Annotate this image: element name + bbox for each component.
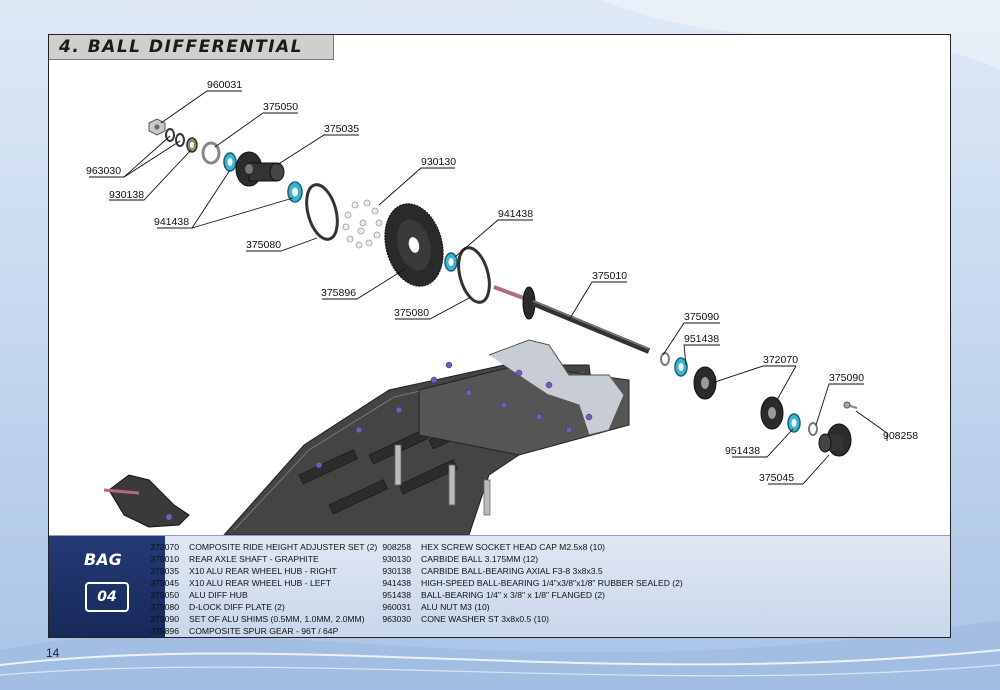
callout-930138: 930138 [109, 189, 144, 201]
bearing-941438-right [287, 181, 303, 203]
part-code: 963030 [382, 614, 411, 624]
callout-941438-b: 941438 [498, 208, 533, 220]
part-row: 951438 BALL-BEARING 1/4" x 3/8" x 1/8" FL… [377, 589, 683, 601]
callout-375090-b: 375090 [829, 372, 864, 384]
callout-375080-a: 375080 [246, 239, 281, 251]
bearing-941438-left [223, 152, 237, 172]
part-row: 941438 HIGH-SPEED BALL-BEARING 1/4"x3/8"x… [377, 577, 683, 589]
callout-375080-b: 375080 [394, 307, 429, 319]
parts-legend: BAG 04 372070 COMPOSITE RIDE HEIGHT ADJUS… [49, 535, 950, 637]
part-code: 375010 [150, 554, 179, 564]
page-number: 14 [46, 646, 60, 660]
callout-951438-b: 951438 [725, 445, 760, 457]
part-row: 375010 REAR AXLE SHAFT - GRAPHITE [145, 553, 377, 565]
part-code: 951438 [382, 590, 411, 600]
part-desc: X10 ALU REAR WHEEL HUB - RIGHT [189, 566, 337, 576]
bag-label: BAG [84, 550, 122, 569]
part-code: 372070 [150, 542, 179, 552]
parts-list-left: 372070 COMPOSITE RIDE HEIGHT ADJUSTER SET… [145, 541, 377, 637]
bearing-941438-gear [444, 252, 458, 272]
diff-plate-375080-left [305, 183, 339, 241]
part-code: 375050 [150, 590, 179, 600]
ride-height-adjuster-372070-a [693, 366, 717, 400]
bag-indicator: BAG 04 [49, 536, 165, 637]
part-desc: COMPOSITE RIDE HEIGHT ADJUSTER SET (2) [189, 542, 378, 552]
screw-908258 [843, 401, 858, 409]
carbide-balls-930130 [342, 199, 383, 249]
bearing-951438-top [674, 357, 688, 377]
section-title: 4. BALL DIFFERENTIAL [59, 37, 304, 57]
callout-372070: 372070 [763, 354, 798, 366]
part-code: 960031 [382, 602, 411, 612]
part-desc: HEX SCREW SOCKET HEAD CAP M2.5x8 (10) [421, 542, 606, 552]
part-code: 375035 [150, 566, 179, 576]
callout-941438-a: 941438 [154, 216, 189, 228]
callout-375045: 375045 [759, 472, 794, 484]
cone-washer-963030 [165, 128, 185, 147]
part-desc: D-LOCK DIFF PLATE (2) [189, 602, 285, 612]
part-row: 930138 CARBIDE BALL-BEARING AXIAL F3-8 3x… [377, 565, 683, 577]
wheel-hub-375045 [818, 423, 852, 457]
callout-375050: 375050 [263, 101, 298, 113]
part-row: 375050 ALU DIFF HUB [145, 589, 377, 601]
part-code: 375045 [150, 578, 179, 588]
part-code: 375896 [150, 626, 179, 636]
part-desc: CONE WASHER ST 3x8x0.5 (10) [421, 614, 549, 624]
ride-height-adjuster-372070-b [760, 396, 784, 430]
callout-375090-a: 375090 [684, 311, 719, 323]
spur-gear-375896 [384, 203, 444, 287]
part-row: 908258 HEX SCREW SOCKET HEAD CAP M2.5x8 (… [377, 541, 683, 553]
part-code: 930130 [382, 554, 411, 564]
exploded-diagram: 960031 375050 375035 963030 930138 93013… [86, 79, 918, 535]
diff-hub-375050 [201, 141, 221, 165]
part-desc: SET OF ALU SHIMS (0.5MM, 1.0MM, 2.0MM) [189, 614, 365, 624]
callout-951438-a: 951438 [684, 333, 719, 345]
shim-375090-right [660, 352, 670, 366]
part-row: 963030 CONE WASHER ST 3x8x0.5 (10) [377, 613, 683, 625]
part-desc: X10 ALU REAR WHEEL HUB - LEFT [189, 578, 331, 588]
part-desc: REAR AXLE SHAFT - GRAPHITE [189, 554, 319, 564]
part-code: 941438 [382, 578, 411, 588]
axial-bearing-930138 [186, 137, 198, 153]
callout-375035: 375035 [324, 123, 359, 135]
callout-960031: 960031 [207, 79, 242, 91]
diff-plate-375080-right [457, 246, 491, 304]
leader-lines [89, 90, 888, 485]
part-row: 372070 COMPOSITE RIDE HEIGHT ADJUSTER SET… [145, 541, 377, 553]
part-code: 930138 [382, 566, 411, 576]
shim-375090-left [808, 422, 818, 436]
part-code: 908258 [382, 542, 411, 552]
part-desc: HIGH-SPEED BALL-BEARING 1/4"x3/8"x1/8" R… [421, 578, 683, 588]
part-desc: COMPOSITE SPUR GEAR - 96T / 64P [189, 626, 339, 636]
bearing-951438-bottom [787, 413, 801, 433]
section-title-bar: 4. BALL DIFFERENTIAL [49, 35, 334, 60]
wheel-hub-375035 [235, 151, 285, 187]
axle-shaft-375010 [493, 285, 651, 354]
part-row: 375045 X10 ALU REAR WHEEL HUB - LEFT [145, 577, 377, 589]
chassis-illustration [103, 339, 630, 535]
callout-375010: 375010 [592, 270, 627, 282]
callout-930130: 930130 [421, 156, 456, 168]
instruction-panel: 4. BALL DIFFERENTIAL [48, 34, 951, 638]
part-row: 375896 COMPOSITE SPUR GEAR - 96T / 64P [145, 625, 377, 637]
part-row: 960031 ALU NUT M3 (10) [377, 601, 683, 613]
part-desc: BALL-BEARING 1/4" x 3/8" x 1/8" FLANGED … [421, 590, 605, 600]
part-row: 375080 D-LOCK DIFF PLATE (2) [145, 601, 377, 613]
part-desc: CARBIDE BALL 3.175MM (12) [421, 554, 539, 564]
part-desc: ALU NUT M3 (10) [421, 602, 490, 612]
part-desc: CARBIDE BALL-BEARING AXIAL F3-8 3x8x3.5 [421, 566, 603, 576]
part-desc: ALU DIFF HUB [189, 590, 248, 600]
parts-list-right: 908258 HEX SCREW SOCKET HEAD CAP M2.5x8 (… [377, 541, 683, 625]
part-row: 930130 CARBIDE BALL 3.175MM (12) [377, 553, 683, 565]
part-row: 375035 X10 ALU REAR WHEEL HUB - RIGHT [145, 565, 377, 577]
callout-963030: 963030 [86, 165, 121, 177]
bag-number: 04 [85, 582, 129, 612]
part-code: 375090 [150, 614, 179, 624]
part-code: 375080 [150, 602, 179, 612]
callout-375896: 375896 [321, 287, 356, 299]
callout-908258: 908258 [883, 430, 918, 442]
part-row: 375090 SET OF ALU SHIMS (0.5MM, 1.0MM, 2.… [145, 613, 377, 625]
